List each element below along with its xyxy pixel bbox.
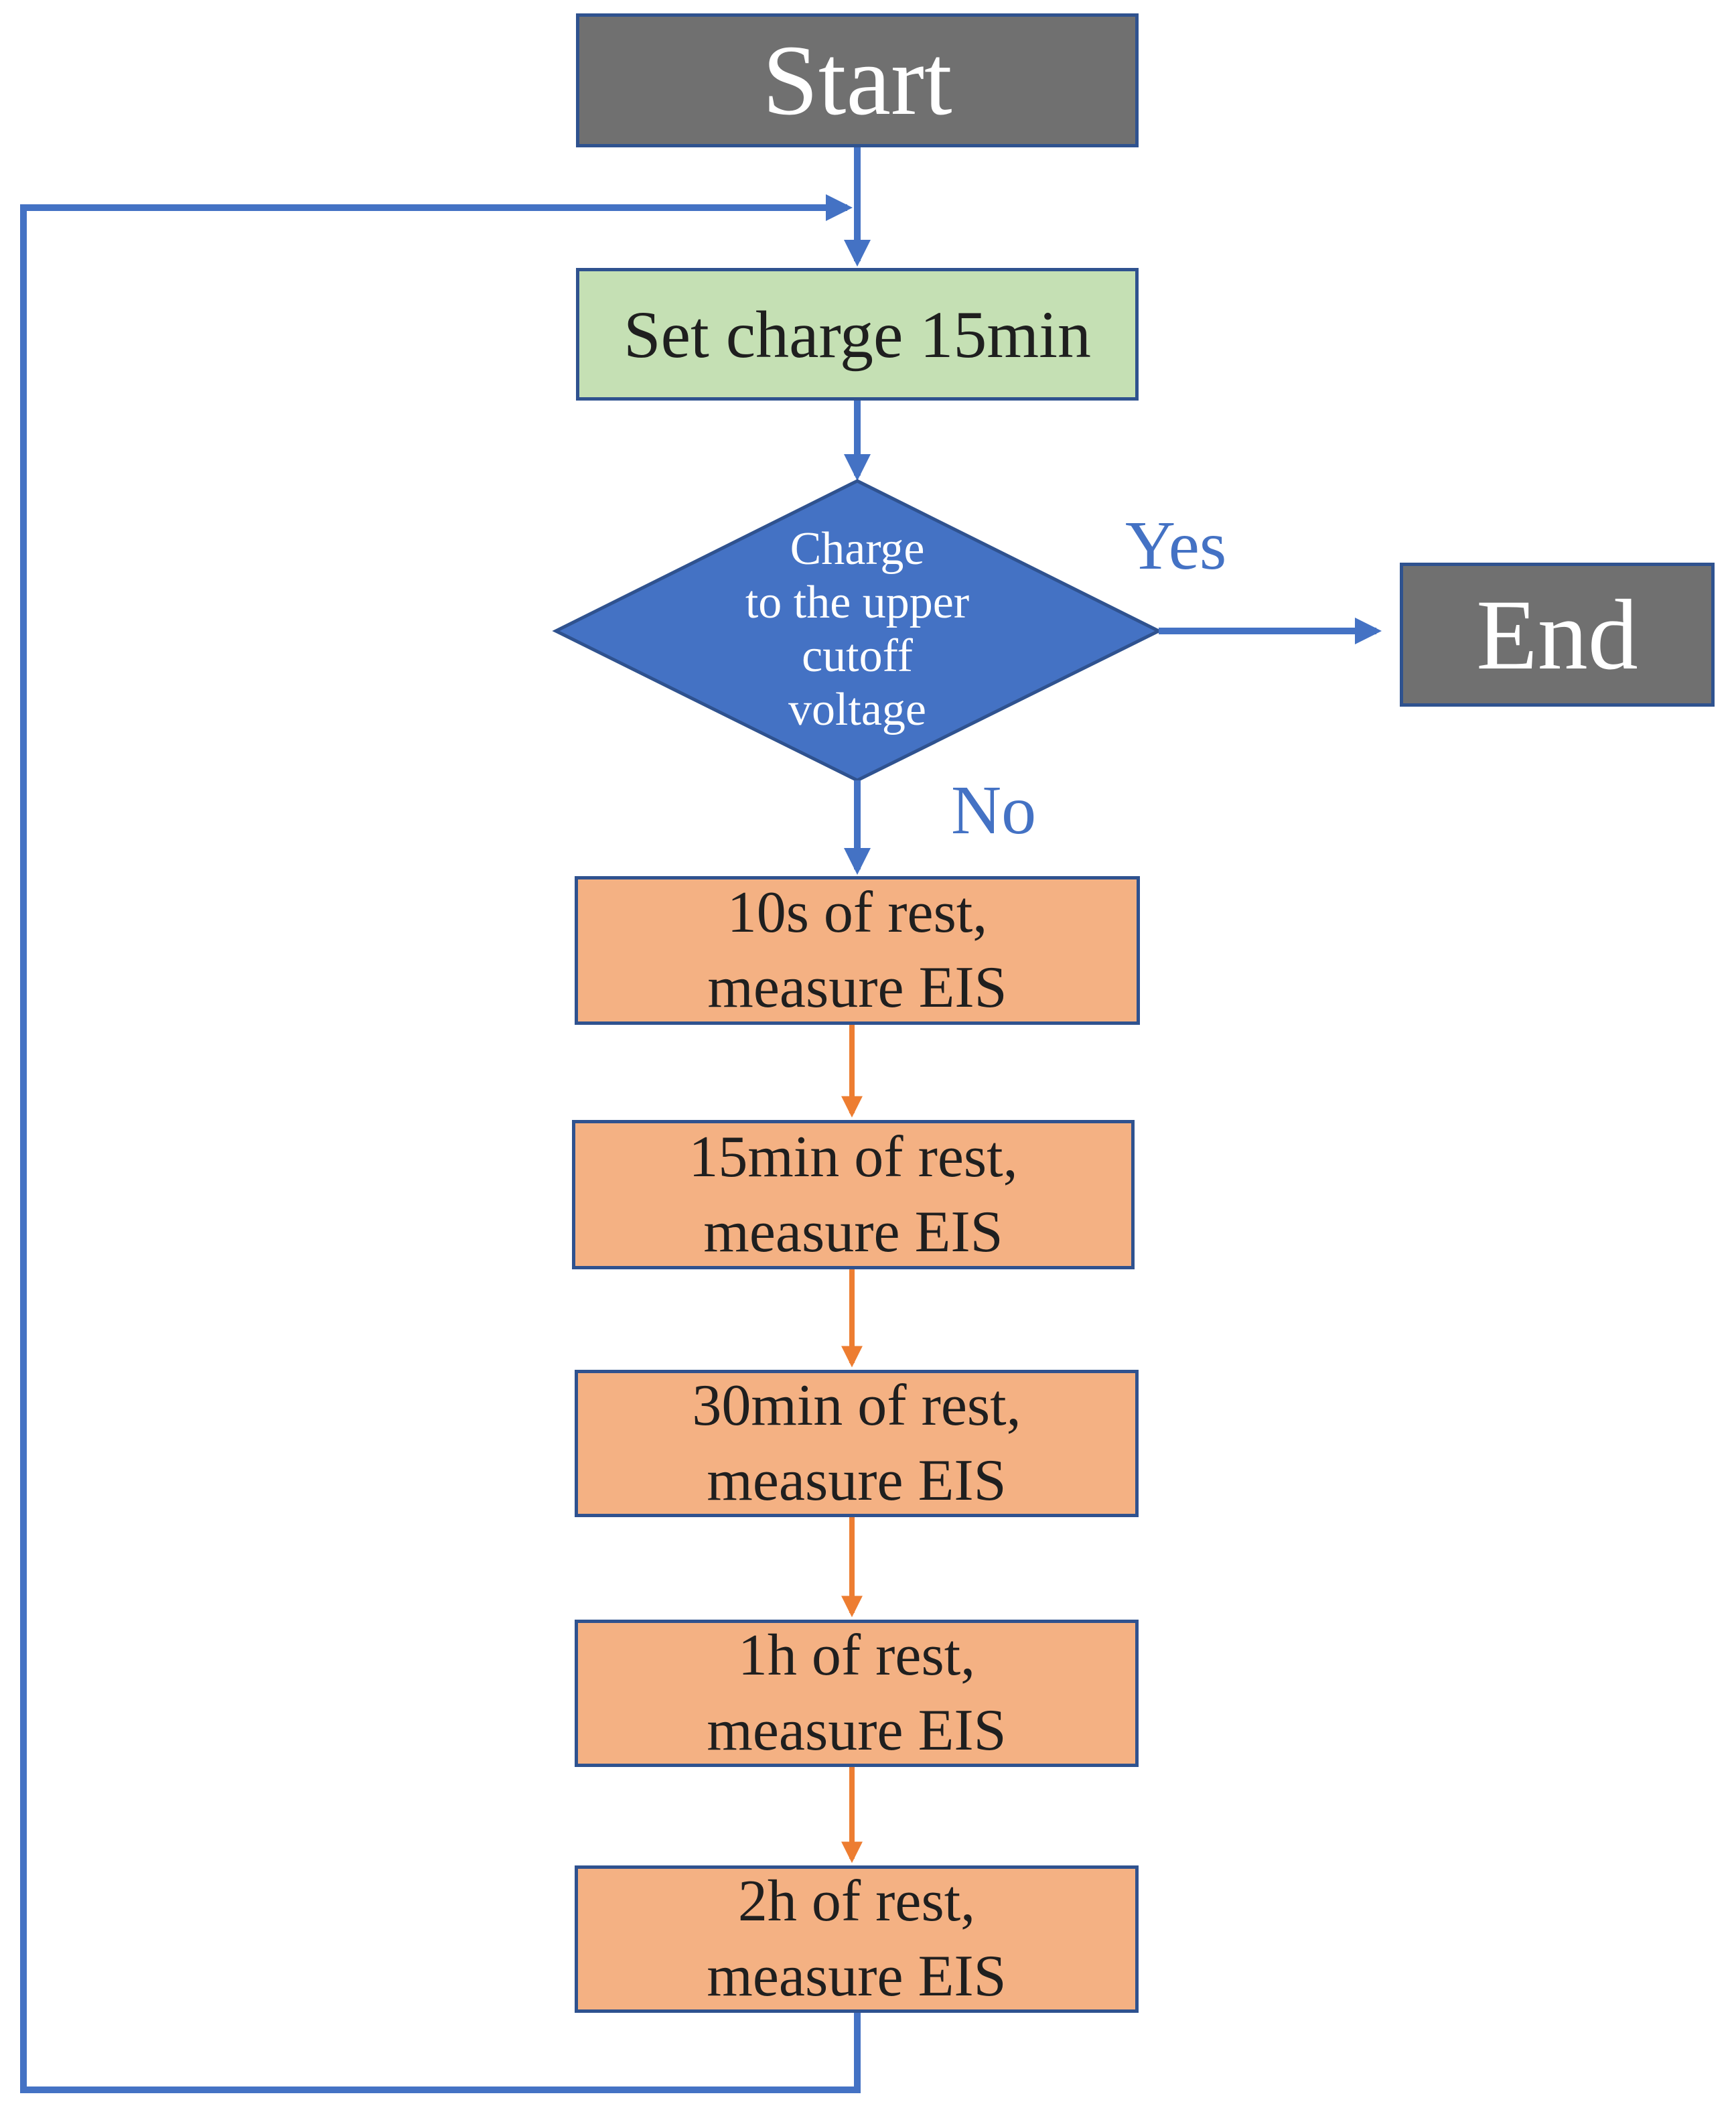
loop-back-arrow: [20, 194, 861, 2093]
decision-line-1: Charge: [790, 523, 925, 575]
rest-step-5: 2h of rest, measure EIS: [575, 1865, 1139, 2013]
rest-step-2-line-2: measure EIS: [703, 1199, 1003, 1265]
start-node: Start: [576, 13, 1139, 147]
rest-step-4-line-1: 1h of rest,: [737, 1623, 976, 1688]
rest-step-3: 30min of rest, measure EIS: [575, 1370, 1139, 1517]
rest-step-3-line-1: 30min of rest,: [692, 1373, 1021, 1438]
rest-step-4: 1h of rest, measure EIS: [575, 1620, 1139, 1767]
rest-step-3-line-2: measure EIS: [707, 1448, 1007, 1513]
end-node: End: [1400, 563, 1715, 707]
rest-step-1-line-2: measure EIS: [707, 955, 1007, 1020]
set-charge-label: Set charge 15min: [624, 297, 1091, 372]
decision-label: Charge to the upper cutoff voltage: [730, 522, 985, 737]
rest-step-4-line-2: measure EIS: [707, 1698, 1007, 1763]
decision-line-4: voltage: [788, 684, 927, 735]
rest-step-1-line-1: 10s of rest,: [727, 880, 988, 945]
rest-step-5-line-2: measure EIS: [707, 1944, 1007, 2009]
start-label: Start: [762, 25, 952, 136]
rest-step-2: 15min of rest, measure EIS: [572, 1120, 1135, 1269]
end-label: End: [1476, 579, 1638, 691]
decision-line-2: to the upper: [745, 577, 970, 628]
decision-line-3: cutoff: [802, 630, 913, 682]
no-label: No: [951, 772, 1037, 849]
rest-step-5-line-1: 2h of rest,: [737, 1869, 976, 1934]
set-charge-node: Set charge 15min: [576, 268, 1139, 401]
rest-step-1: 10s of rest, measure EIS: [575, 876, 1140, 1025]
rest-step-2-line-1: 15min of rest,: [689, 1124, 1018, 1190]
yes-label: Yes: [1125, 507, 1227, 584]
